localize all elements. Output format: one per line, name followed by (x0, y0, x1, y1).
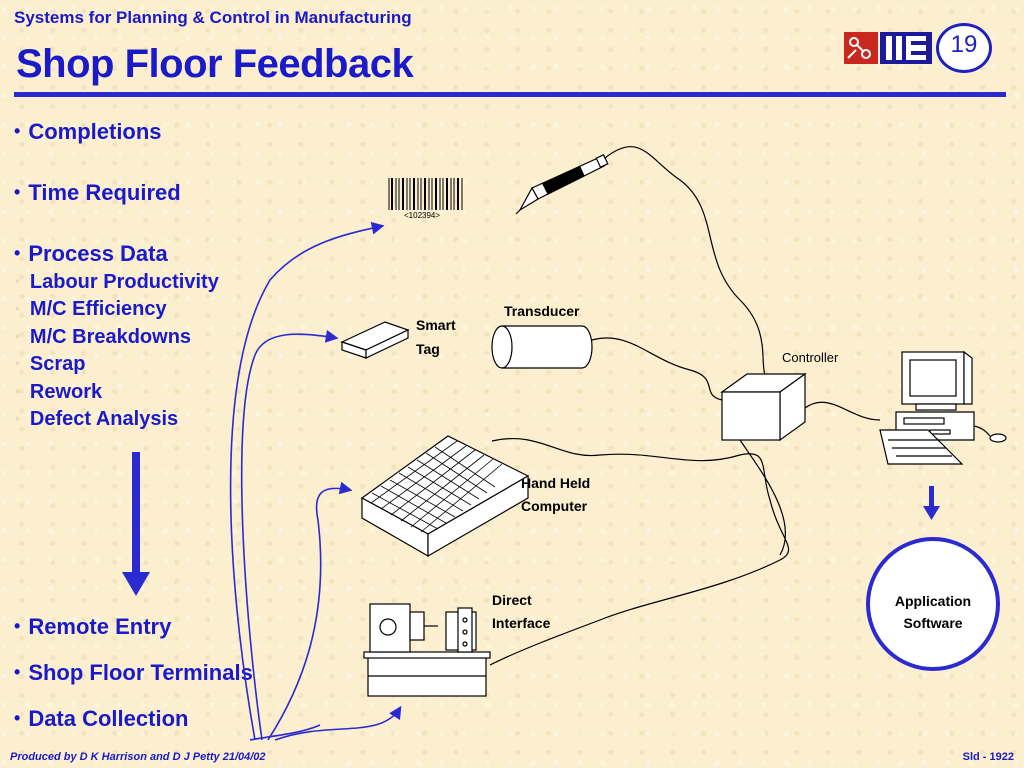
slide-number: 19 (950, 31, 978, 58)
hand-held-computer-icon (360, 435, 530, 558)
barcode-icon (388, 178, 463, 210)
transducer-label: Transducer (504, 303, 580, 319)
smart-tag-label-line1: Smart (416, 317, 456, 333)
sub-bullet-label: M/C Breakdowns (29, 326, 192, 348)
bullet-completions: •Completions (14, 119, 162, 144)
bullet-label: Process Data (28, 241, 168, 266)
direct-interface-label-line1: Direct (492, 592, 532, 608)
application-software-circle (866, 537, 1000, 671)
sub-bullet-rework: •Rework (15, 381, 103, 403)
app-label-line1: Application (894, 593, 972, 609)
footer-slide-id: Sld - 1922 (962, 751, 1014, 763)
bullet-shop-floor-terminals: •Shop Floor Terminals (14, 660, 253, 685)
sub-bullet-label: M/C Efficiency (29, 298, 167, 320)
smart-tag-label-line2: Tag (416, 341, 440, 357)
sub-bullet-mc-efficiency: •M/C Efficiency (15, 298, 167, 320)
bullet-process-data: •Process Data (14, 241, 168, 266)
hand-held-label-line1: Hand Held (521, 475, 591, 491)
bullet-remote-entry: •Remote Entry (14, 614, 172, 639)
bullet-time-required: •Time Required (14, 180, 181, 205)
slide-number-badge (936, 23, 992, 73)
down-arrow-icon (122, 452, 150, 596)
cables (489, 146, 881, 666)
hand-held-label-line2: Computer (521, 498, 588, 514)
title-underline (14, 92, 1006, 97)
sub-bullet-scrap: •Scrap (15, 353, 86, 375)
presentation-subtitle: Systems for Planning & Control in Manufa… (14, 8, 412, 27)
computer-terminal-icon (879, 350, 1007, 465)
direct-interface-label-line2: Interface (492, 615, 551, 631)
application-software-label: Application Software (866, 590, 1000, 634)
bullet-data-collection: •Data Collection (14, 706, 189, 731)
smart-tag-icon (340, 321, 410, 359)
footer-credit: Produced by D K Harrison and D J Petty 2… (10, 751, 266, 763)
controller-label: Controller (782, 350, 839, 365)
transducer-icon (491, 325, 593, 369)
sub-bullet-defect-analysis: •Defect Analysis (15, 408, 179, 430)
bullet-label: Time Required (28, 180, 181, 205)
controller-box-icon (720, 372, 807, 442)
sub-bullet-label: Defect Analysis (29, 408, 179, 430)
bullet-label: Data Collection (28, 706, 189, 731)
bullet-label: Remote Entry (28, 614, 172, 639)
sub-bullet-label: Scrap (29, 353, 86, 375)
slide-title: Shop Floor Feedback (16, 42, 414, 86)
sub-bullet-label: Rework (29, 381, 103, 403)
sub-bullet-labour-productivity: •Labour Productivity (15, 271, 219, 293)
bullet-label: Shop Floor Terminals (28, 660, 253, 685)
bullet-label: Completions (28, 119, 162, 144)
feedback-arrows (229, 221, 402, 741)
arrow-to-software-icon (923, 486, 940, 520)
iie-logo (844, 30, 934, 71)
app-label-line2: Software (903, 615, 963, 631)
barcode-number: <102394> (404, 211, 441, 220)
machine-tool-icon (363, 603, 491, 697)
sub-bullet-label: Labour Productivity (29, 271, 219, 293)
sub-bullet-mc-breakdowns: •M/C Breakdowns (15, 326, 192, 348)
light-pen-icon (515, 153, 609, 215)
